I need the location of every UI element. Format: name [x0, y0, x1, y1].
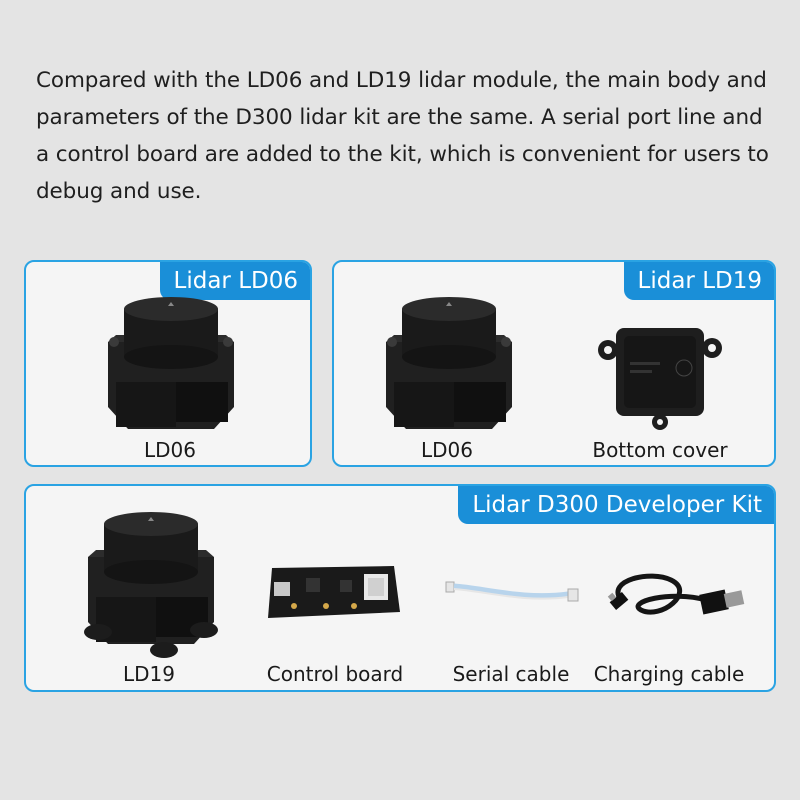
- caption-charging-cable: Charging cable: [593, 662, 745, 686]
- bottom-cover-image: [598, 328, 722, 430]
- caption-bottom-cover: Bottom cover: [592, 438, 728, 462]
- panel-tag-ld06: Lidar LD06: [159, 262, 310, 300]
- serial-cable-image: [445, 581, 579, 602]
- panel-lidar-ld06: Lidar LD06 LD06: [24, 260, 312, 467]
- panel-tag-ld19: Lidar LD19: [623, 262, 774, 300]
- charging-cable-image: [607, 573, 745, 615]
- caption-control-board: Control board: [266, 662, 404, 686]
- lidar-ld06-image: [108, 297, 234, 429]
- lidar-ld19-image: [84, 512, 218, 658]
- lidar-ld06-image-2: [386, 297, 512, 429]
- caption-ld06-2: LD06: [421, 438, 473, 462]
- caption-ld19: LD19: [123, 662, 175, 686]
- control-board-image: [268, 566, 400, 618]
- panel-d300-kit: Lidar D300 Developer Kit LD19: [24, 484, 776, 692]
- panel-tag-d300: Lidar D300 Developer Kit: [458, 486, 774, 524]
- intro-paragraph: Compared with the LD06 and LD19 lidar mo…: [36, 68, 769, 204]
- panel-lidar-ld19: Lidar LD19 LD06 Bottom cover: [332, 260, 776, 467]
- caption-ld06: LD06: [144, 438, 196, 462]
- caption-serial-cable: Serial cable: [452, 662, 570, 686]
